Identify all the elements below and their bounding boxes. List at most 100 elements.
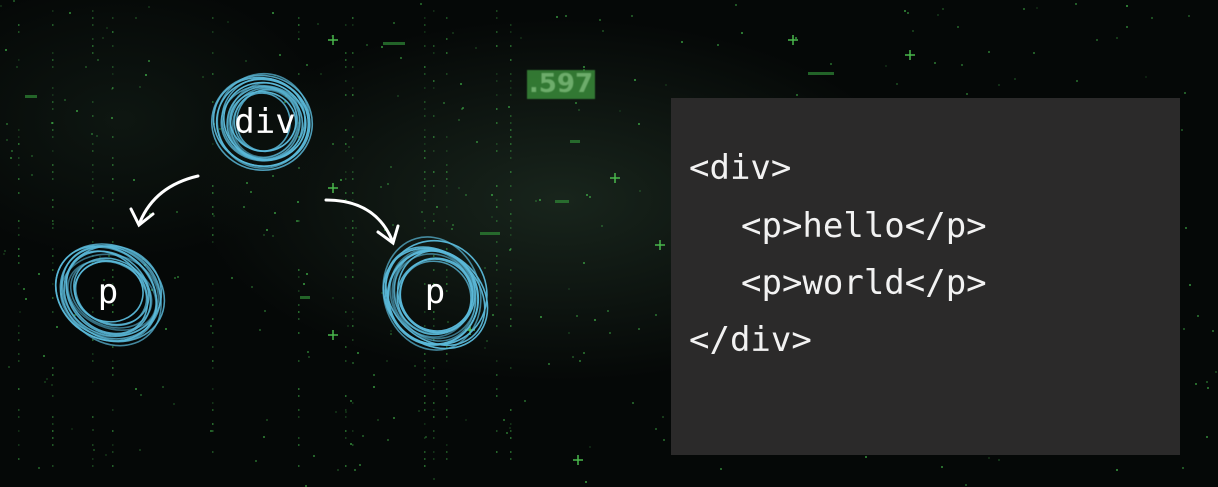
grid-dot xyxy=(1145,76,1147,78)
arrow-right xyxy=(324,198,400,246)
grid-dot xyxy=(352,24,354,26)
grid-dot xyxy=(345,465,347,467)
grid-dot xyxy=(298,73,300,75)
grid-bar xyxy=(300,296,310,299)
grid-dot xyxy=(510,213,512,215)
grid-dot xyxy=(904,10,906,12)
grid-dot xyxy=(112,73,114,75)
grid-dot xyxy=(64,99,66,101)
grid-dot xyxy=(424,353,426,355)
grid-dot xyxy=(496,80,498,82)
grid-dot xyxy=(345,199,347,201)
grid-dot xyxy=(38,467,40,469)
grid-dot xyxy=(380,186,382,188)
grid-dot xyxy=(298,437,300,439)
grid-dot xyxy=(355,227,357,229)
grid-dot xyxy=(38,273,40,275)
grid-dot xyxy=(446,178,448,180)
grid-dot xyxy=(446,38,448,40)
grid-dot xyxy=(424,283,426,285)
grid-dot xyxy=(102,37,104,39)
grid-dot xyxy=(446,416,448,418)
grid-dot xyxy=(607,310,609,312)
grid-dot xyxy=(965,484,967,486)
grid-dot xyxy=(298,136,300,138)
grid-dot xyxy=(52,206,54,208)
grid-dot xyxy=(381,46,383,48)
grid-dot xyxy=(619,110,621,112)
grid-dot xyxy=(424,129,426,131)
grid-dot xyxy=(585,481,587,483)
grid-dot xyxy=(510,227,512,229)
grid-dot xyxy=(212,192,214,194)
grid-dot xyxy=(306,64,308,66)
grid-dot xyxy=(210,430,212,432)
grid-dot xyxy=(212,101,214,103)
grid-dot xyxy=(112,283,114,285)
grid-dot xyxy=(452,224,454,226)
grid-dot xyxy=(491,216,493,218)
grid-dot xyxy=(219,128,221,130)
ring-stroke xyxy=(229,87,301,160)
grid-dot xyxy=(496,199,498,201)
grid-dot xyxy=(510,430,512,432)
grid-dot xyxy=(386,360,388,362)
grid-dot xyxy=(212,409,214,411)
grid-dot xyxy=(957,26,959,28)
grid-dot xyxy=(665,84,667,86)
grid-dot xyxy=(1195,383,1197,385)
grid-dot xyxy=(447,321,449,323)
grid-dot xyxy=(298,290,300,292)
grid-dot xyxy=(92,381,94,383)
grid-dot xyxy=(796,94,798,96)
grid-dot xyxy=(352,297,354,299)
grid-dot xyxy=(988,51,990,53)
grid-dot xyxy=(52,122,54,124)
grid-dot xyxy=(424,24,426,26)
grid-dot xyxy=(510,304,512,306)
ring-stroke xyxy=(63,245,163,337)
grid-dot xyxy=(934,62,936,64)
grid-dot xyxy=(331,35,333,37)
grid-dot xyxy=(510,199,512,201)
grid-dot xyxy=(298,395,300,397)
grid-dot xyxy=(446,276,448,278)
grid-dot xyxy=(52,10,54,12)
grid-dot xyxy=(303,283,305,285)
grid-dot xyxy=(18,325,20,327)
grid-dot xyxy=(52,311,54,313)
grid-dot xyxy=(92,45,94,47)
grid-dot xyxy=(510,458,512,460)
grid-dot xyxy=(97,59,99,61)
grid-dot xyxy=(212,241,214,243)
grid-dot xyxy=(424,367,426,369)
grid-dot xyxy=(52,66,54,68)
grid-dot xyxy=(52,367,54,369)
grid-dot xyxy=(520,37,522,39)
grid-dot xyxy=(52,465,54,467)
grid-dot xyxy=(506,432,508,434)
grid-dot xyxy=(298,276,300,278)
grid-dot xyxy=(575,102,577,104)
grid-dot xyxy=(112,360,114,362)
grid-dot xyxy=(540,316,542,318)
grid-dot xyxy=(212,318,214,320)
grid-dot xyxy=(424,150,426,152)
grid-dot xyxy=(272,175,274,177)
grid-dot xyxy=(496,206,498,208)
grid-dot xyxy=(601,225,603,227)
grid-dot xyxy=(112,31,114,33)
grid-dot xyxy=(446,381,448,383)
grid-bar xyxy=(570,140,580,143)
grid-bar xyxy=(25,95,37,98)
grid-dot xyxy=(594,319,596,321)
grid-dot xyxy=(10,157,12,159)
grid-dot xyxy=(352,157,354,159)
grid-dot xyxy=(352,66,354,68)
grid-dot xyxy=(424,136,426,138)
grid-dot xyxy=(105,454,107,456)
grid-dot xyxy=(352,430,354,432)
grid-dot xyxy=(335,411,337,413)
grid-dot xyxy=(345,430,347,432)
